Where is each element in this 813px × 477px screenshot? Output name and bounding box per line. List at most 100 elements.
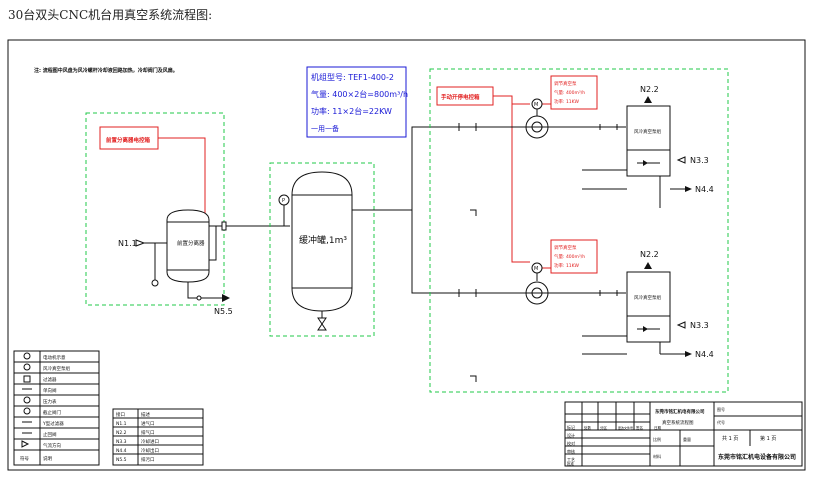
- tb-sheet-no: 第 1 页: [760, 435, 776, 442]
- port-table-head-0: 接口: [116, 411, 125, 418]
- tb-company-bottom: 东莞市铭汇机电设备有限公司: [718, 453, 796, 461]
- spec-line2: 气量: 400×2台=800m³/h: [311, 89, 408, 99]
- tb-row-1: 设计: [567, 432, 575, 438]
- cooling-out-arrow-icon-2: [685, 351, 692, 357]
- port-n33-top: N3.3: [690, 156, 709, 165]
- port-table-head-1: 描述: [141, 411, 150, 418]
- spec-box: [306, 66, 407, 138]
- title-block: [564, 401, 803, 467]
- pump1-spec-1: 调节真空泵: [554, 80, 577, 87]
- legend-desc-5: 截止阀门: [43, 409, 61, 416]
- svg-text:M: M: [534, 266, 538, 272]
- tb-col-1: 分区: [600, 425, 608, 430]
- drain-valve-icon: [151, 279, 159, 287]
- pump-unit-label-2: 风冷真空泵组: [634, 294, 661, 301]
- legend-desc-6: Y型过滤器: [42, 420, 64, 427]
- tb-row-2: 校对: [567, 440, 575, 446]
- drawing-note: 注: 流程图中风盘为风冷螺杆冷却液回路加热，冷却阀门及风扇。: [34, 67, 178, 74]
- tb-weight-label: 重量: [683, 436, 691, 442]
- motor-icon: [23, 352, 31, 360]
- air-cooler-unit-1: [626, 105, 671, 177]
- tb-col-2: 更改文件号: [618, 425, 633, 430]
- tb-row-3: 审核: [567, 448, 575, 454]
- port-n44-top: N4.4: [695, 185, 714, 194]
- pump2-spec-2: 气量: 400m³/h: [554, 253, 585, 260]
- legend-desc-2: 过滤器: [43, 376, 57, 383]
- port-table-cell: 排气口: [141, 429, 155, 436]
- port-table-cell: 进气口: [141, 420, 155, 427]
- tb-company-top: 东莞市铭汇机电有限公司: [655, 408, 705, 415]
- tb-row-0: 标记: [567, 424, 575, 430]
- tank-label: 缓冲罐,1m³: [299, 234, 347, 246]
- legend-header: 符号: [20, 455, 29, 462]
- legend-desc-7: 止回阀: [43, 431, 57, 438]
- tb-col-4: 日期: [654, 425, 662, 430]
- cooling-out-arrow-icon-1: [685, 186, 692, 192]
- air-cooler-unit-2: [626, 271, 671, 343]
- exhaust-arrow-icon-2: [644, 262, 652, 269]
- page-title: 30台双头CNC机台用真空系统流程图:: [8, 8, 213, 22]
- tb-col-3: 签名: [636, 425, 643, 430]
- cooling-in-arrow-icon-2: [676, 321, 686, 329]
- cooling-in-arrow-icon-1: [676, 156, 686, 164]
- port-table-cell: N1.1: [116, 421, 127, 427]
- stop-valve-icon: [23, 407, 31, 415]
- svg-text:M: M: [534, 102, 538, 108]
- pump-unit-label-1: 风冷真空泵组: [634, 128, 661, 135]
- vacuum-pump-2: M: [525, 239, 598, 305]
- spec-line4: 一用一备: [311, 124, 339, 133]
- tb-row-4: 工艺: [567, 457, 575, 462]
- tank-zone: [269, 162, 375, 337]
- manual-control-label: 手动开停电控箱: [441, 93, 480, 101]
- inlet-arrow-icon: [135, 239, 146, 247]
- spec-line3: 功率: 11×2台=22KW: [311, 106, 392, 116]
- drain-arrow-icon: [222, 294, 230, 302]
- separator-control-label: 前置分离器电控箱: [106, 136, 151, 144]
- gauge-icon: [23, 396, 31, 404]
- pump2-spec-1: 调节真空泵: [554, 244, 577, 251]
- pump2-spec-3: 功率: 11KW: [554, 262, 579, 269]
- separator-vessel: [166, 209, 210, 283]
- port-table-cell: N5.5: [116, 457, 127, 463]
- legend-header-desc: 说明: [43, 455, 52, 462]
- port-table-cell: N4.4: [116, 448, 127, 454]
- separator-control-line: [158, 137, 206, 225]
- tb-drawing-name: 真空系统流程图: [662, 419, 694, 426]
- tb-row-5: 批准: [567, 461, 575, 466]
- tb-col-0: 处数: [584, 425, 592, 430]
- legend-desc-4: 压力表: [43, 398, 57, 405]
- port-table-cell: 冷却出口: [141, 447, 159, 454]
- legend-desc-1: 风冷真空泵组: [43, 365, 70, 372]
- port-n44-bottom: N4.4: [695, 350, 714, 359]
- separator-zone: [85, 112, 225, 306]
- exhaust-arrow-icon-1: [644, 96, 652, 103]
- pump-zone: [429, 68, 729, 393]
- separator-label: 前置分离器: [177, 239, 205, 247]
- tb-code-label: 代号: [717, 419, 725, 425]
- port-n22-bottom: N2.2: [640, 250, 659, 259]
- port-table-cell: N3.3: [116, 439, 127, 445]
- port-table-cell: 排污口: [141, 456, 155, 463]
- tb-drawing-no-label: 图号: [717, 406, 725, 412]
- filter-icon: [23, 375, 31, 383]
- pump1-spec-3: 功率: 11KW: [554, 98, 579, 105]
- legend-desc-8: 气流方向: [43, 442, 61, 449]
- port-n33-bottom: N3.3: [690, 321, 709, 330]
- legend-table: [13, 350, 100, 466]
- pump1-spec-2: 气量: 400m³/h: [554, 89, 585, 96]
- buffer-tank: [291, 171, 353, 331]
- tb-scale-label: 比例: [653, 436, 661, 442]
- pump-icon: [23, 363, 31, 371]
- port-table-cell: N2.2: [116, 430, 127, 436]
- tb-sheet-total: 共 1 页: [722, 435, 738, 442]
- port-table: [112, 408, 204, 466]
- port-n22-top: N2.2: [640, 85, 659, 94]
- tb-material-label: 材料: [653, 453, 661, 459]
- main-header-pipe: [352, 126, 500, 211]
- flow-arrow-icon: [21, 440, 30, 448]
- pressure-gauge-glyph: P: [282, 198, 285, 204]
- port-table-cell: 冷却进口: [141, 438, 159, 445]
- spec-line1: 机组型号: TEF1-400-2: [311, 72, 394, 82]
- drawing-frame: [7, 39, 806, 471]
